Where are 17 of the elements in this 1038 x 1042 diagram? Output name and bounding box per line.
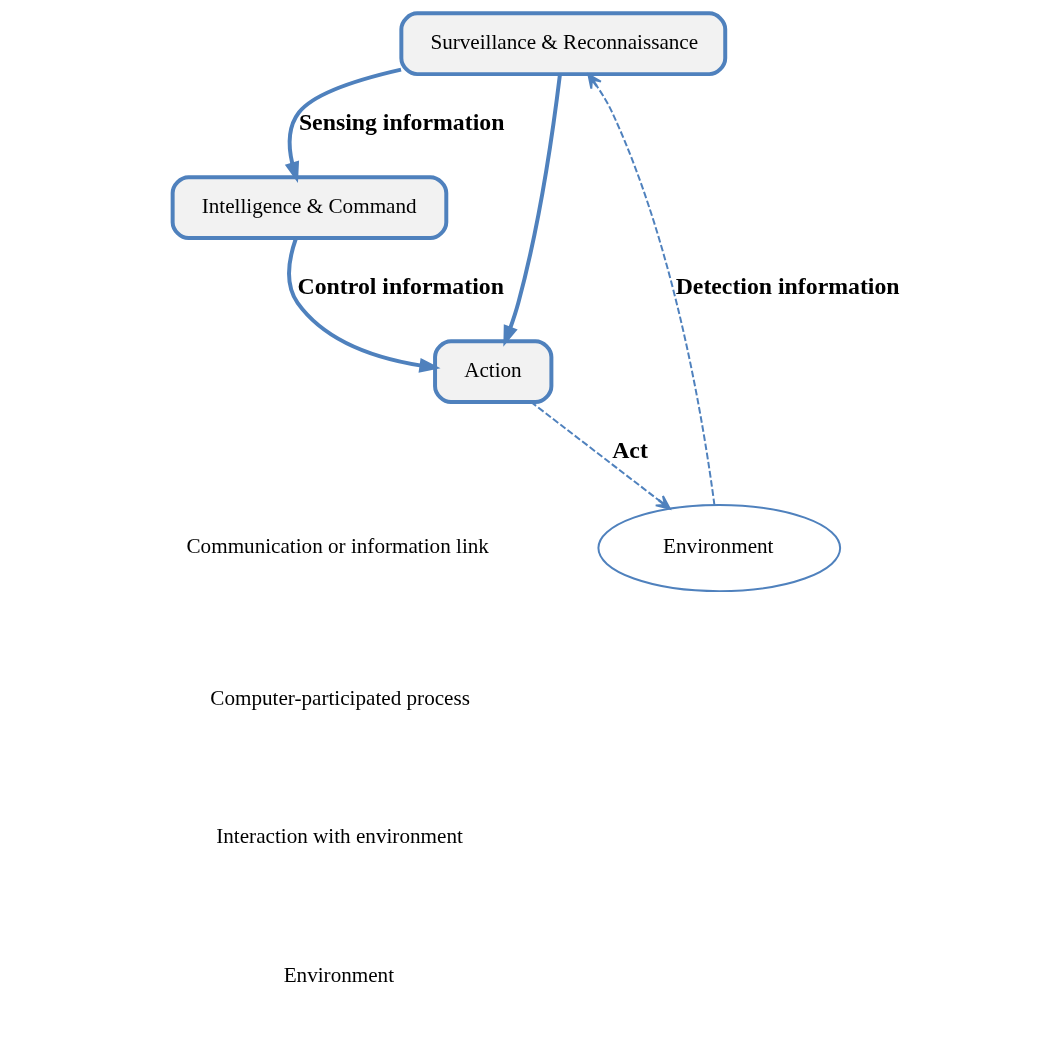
- legend-label: Interaction with environment: [216, 824, 463, 849]
- edge-label: Detection information: [675, 273, 900, 300]
- arrow: [530, 401, 671, 510]
- node-box: Action: [433, 339, 554, 404]
- edge-label: Sensing information: [298, 109, 505, 136]
- legend-label: Computer-participated process: [210, 685, 470, 710]
- edge-label: Act: [612, 437, 648, 464]
- legend-label: Communication or information link: [186, 534, 489, 559]
- node-box: Surveillance & Reconnaissance: [399, 11, 728, 77]
- arrow: [587, 73, 716, 506]
- arrow: [287, 237, 441, 373]
- arrow: [284, 67, 402, 183]
- legend-label: Environment: [283, 963, 395, 988]
- edge-label: Control information: [297, 273, 504, 300]
- node-box: Intelligence & Command: [170, 175, 449, 241]
- arrow: [503, 74, 562, 347]
- node-ellipse: Environment: [597, 504, 842, 593]
